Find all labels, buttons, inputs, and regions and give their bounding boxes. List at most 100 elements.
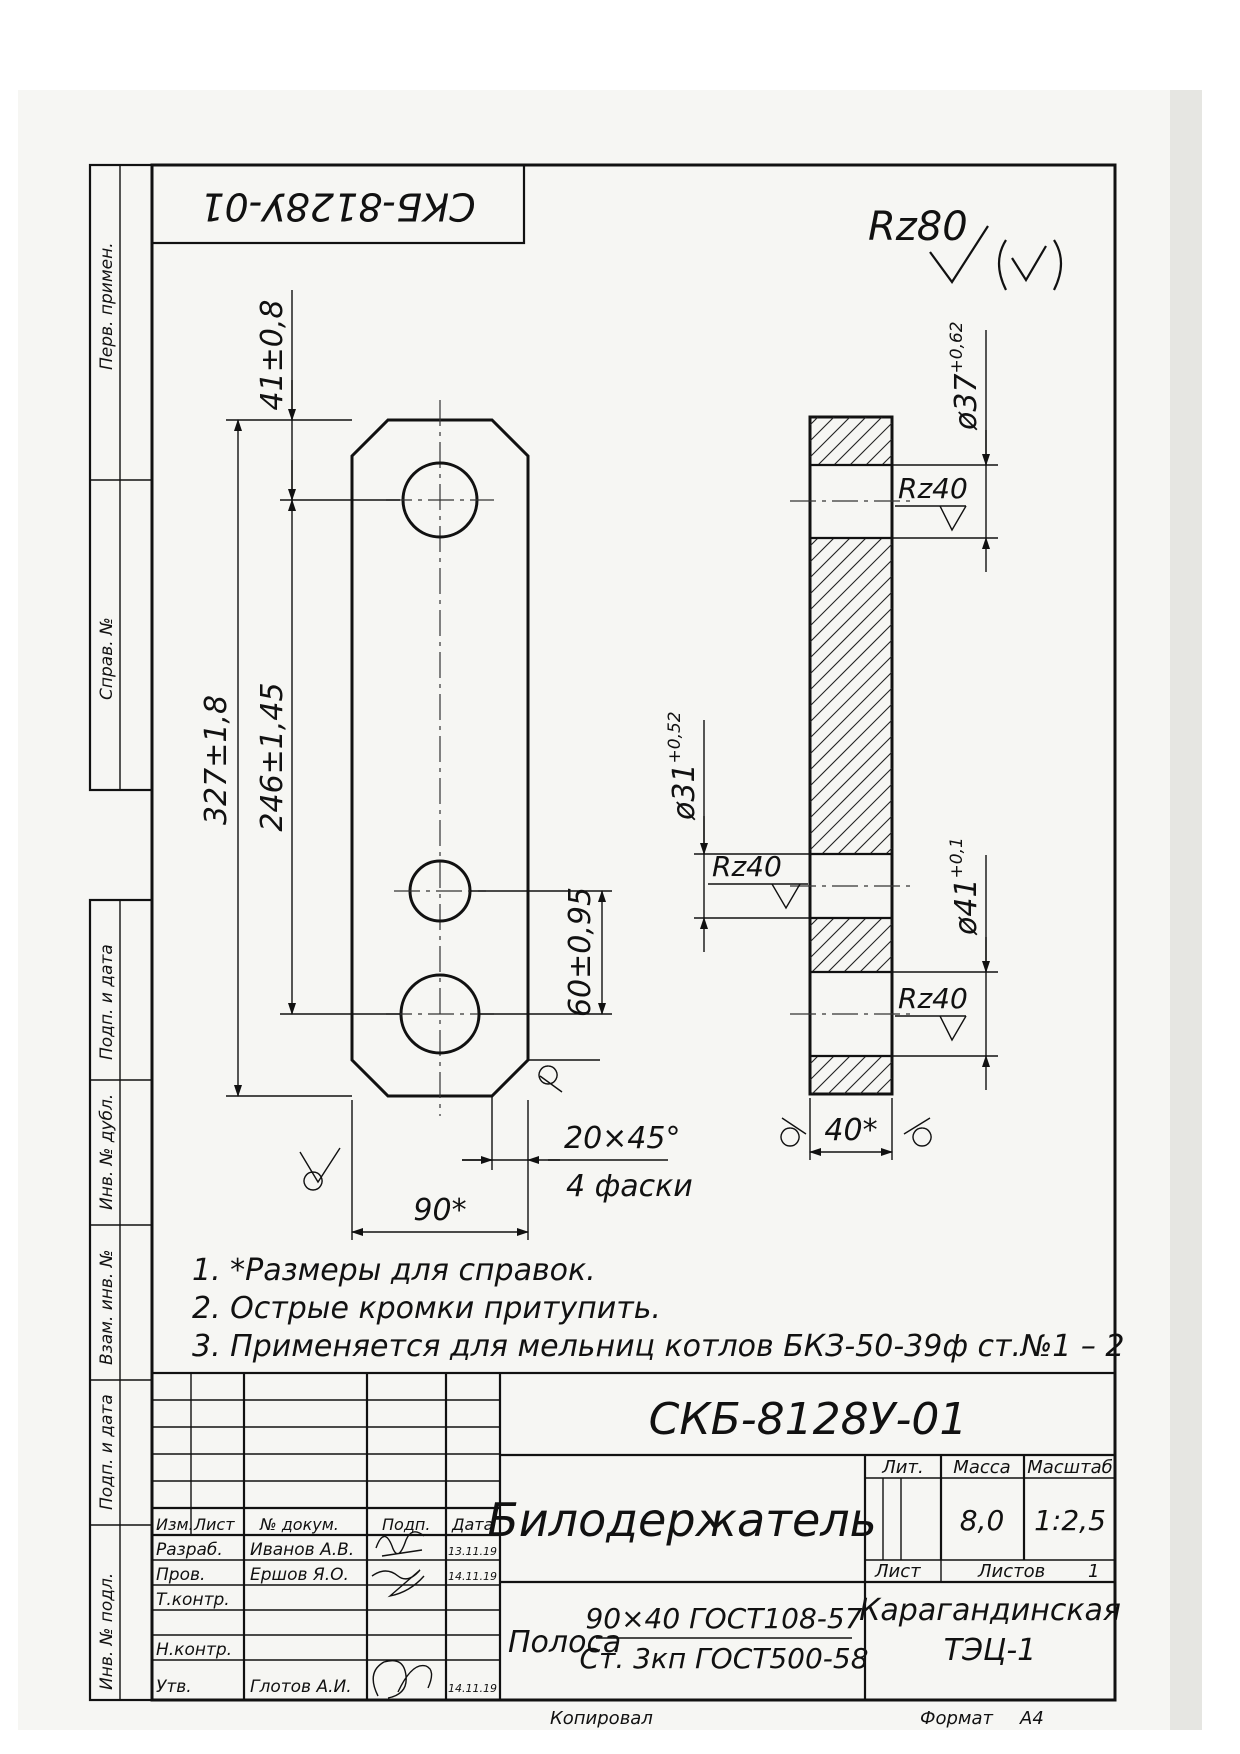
- header-change: Изм.: [156, 1515, 194, 1534]
- hatch-line: [810, 623, 892, 707]
- role-row-2: Пров.: [156, 1565, 205, 1585]
- header-date: Дата: [451, 1515, 493, 1534]
- roughness-bracket-icon: [997, 239, 1063, 291]
- drawing-number: СКБ-8128У-01: [649, 1394, 968, 1445]
- organization-line-1: Карагандинская: [859, 1593, 1121, 1628]
- hatch-line: [827, 1056, 867, 1094]
- mass-label: Масса: [953, 1457, 1010, 1478]
- hatch-line: [810, 735, 892, 819]
- rz-40-top: Rz40: [898, 472, 968, 505]
- hatch-line: [810, 417, 851, 458]
- date-row-2: 14.11.19: [448, 1570, 497, 1583]
- hatch-line: [811, 918, 867, 972]
- material-bottom: Ст. 3кп ГОСТ500-58: [579, 1642, 868, 1675]
- hatch-line: [859, 1061, 892, 1094]
- hatch-line: [817, 417, 867, 465]
- hatch-line: [833, 417, 883, 465]
- lit-label: Лит.: [881, 1457, 923, 1478]
- hatch-line: [810, 591, 892, 675]
- scale-label: Масштаб: [1027, 1457, 1113, 1478]
- margin-sign-date-2: Подп. и дата: [97, 1394, 117, 1510]
- date-row-6: 14.11.19: [448, 1682, 497, 1695]
- hatch-line: [865, 438, 892, 465]
- role-row-1: Разраб.: [156, 1540, 223, 1560]
- sheets-value: 1: [1088, 1561, 1099, 1582]
- roughness-tick-icon: [780, 1117, 807, 1147]
- material-prefix: Полоса: [508, 1625, 621, 1660]
- hatch-line: [810, 687, 892, 771]
- hatch-line: [810, 639, 892, 723]
- roughness-tick-icon: [538, 1065, 563, 1093]
- roughness-symbol-icon: [929, 225, 989, 284]
- hatch-line: [810, 417, 835, 442]
- hole-37-label: ø37+0,62: [947, 321, 984, 431]
- dim-40: 40*: [824, 1113, 877, 1148]
- hatch-line: [810, 538, 883, 611]
- hatch-line: [810, 575, 892, 659]
- hatch-line: [810, 703, 892, 787]
- mass-value: 8,0: [960, 1504, 1005, 1537]
- note-2: 2. Острые кромки притупить.: [192, 1291, 661, 1326]
- format-label: Формат: [920, 1708, 994, 1729]
- hatch-line: [810, 719, 892, 803]
- roughness-tick-icon: [299, 1147, 341, 1191]
- format-value: А4: [1019, 1708, 1044, 1729]
- left-margin-strip: [88, 163, 154, 1702]
- name-row-2: Ершов Я.О.: [250, 1565, 349, 1585]
- margin-ref-no: Справ. №: [97, 617, 117, 700]
- hatch-line: [810, 918, 835, 943]
- hatch-line: [810, 543, 892, 627]
- rz-40-bottom: Rz40: [898, 982, 968, 1015]
- hatch-line: [843, 1056, 883, 1094]
- hole-41-label: ø41+0,1: [947, 837, 984, 936]
- hatch-line: [875, 1077, 892, 1094]
- signature-1: [375, 1531, 425, 1557]
- margin-replace-inv: Взам. инв. №: [97, 1250, 117, 1365]
- hatch-line: [859, 939, 892, 972]
- hatch-line: [869, 831, 892, 854]
- rz-40-middle: Rz40: [712, 850, 782, 883]
- scale-value: 1:2,5: [1034, 1504, 1106, 1537]
- chamfer-size: 20×45°: [564, 1121, 680, 1156]
- header-sheet: Лист: [193, 1515, 235, 1534]
- hatch-line: [810, 1056, 835, 1081]
- hatch-line: [810, 655, 892, 739]
- hatch-line: [810, 607, 892, 691]
- dim-246: 246±1,45: [255, 682, 290, 831]
- name-row-6: Глотов А.И.: [250, 1677, 352, 1697]
- hatch-line: [810, 538, 851, 579]
- drawing-number-mirrored: СКБ-8128У-01: [200, 185, 475, 229]
- margin-sign-date-1: Подп. и дата: [97, 944, 117, 1060]
- role-row-5: Н.контр.: [156, 1640, 232, 1660]
- hatch-line: [810, 671, 892, 755]
- note-3: 3. Применяется для мельниц котлов БКЗ-50…: [192, 1329, 1124, 1364]
- hole-31-label: ø31+0,52: [665, 711, 702, 821]
- hatch-line: [875, 955, 892, 972]
- hatch-line: [821, 783, 892, 854]
- signature-2: [371, 1569, 425, 1598]
- dim-41: 41±0,8: [255, 299, 290, 410]
- hatch-line: [810, 538, 867, 595]
- section-outline: [808, 415, 894, 1096]
- sheet-label: Лист: [874, 1561, 921, 1582]
- section-hatch: [810, 417, 892, 1094]
- hatch-line: [843, 923, 892, 972]
- sheets-label: Листов: [977, 1561, 1045, 1582]
- copied-label: Копировал: [550, 1708, 653, 1729]
- general-roughness-label: Rz80: [868, 204, 968, 250]
- signature-3: [372, 1659, 433, 1699]
- hatch-line: [853, 815, 892, 854]
- hatch-line: [810, 751, 892, 835]
- hatch-line: [837, 799, 892, 854]
- name-row-1: Иванов А.В.: [250, 1540, 354, 1560]
- part-name: Билодержатель: [487, 1493, 877, 1547]
- organization-line-2: ТЭЦ-1: [944, 1633, 1036, 1668]
- roughness-tick-icon: [903, 1117, 932, 1147]
- title-block: [150, 1371, 1117, 1702]
- hatch-line: [810, 559, 892, 643]
- hatch-line: [810, 767, 892, 851]
- dim-327: 327±1,8: [199, 695, 234, 825]
- role-row-6: Утв.: [156, 1677, 192, 1697]
- header-doc-no: № докум.: [259, 1515, 339, 1534]
